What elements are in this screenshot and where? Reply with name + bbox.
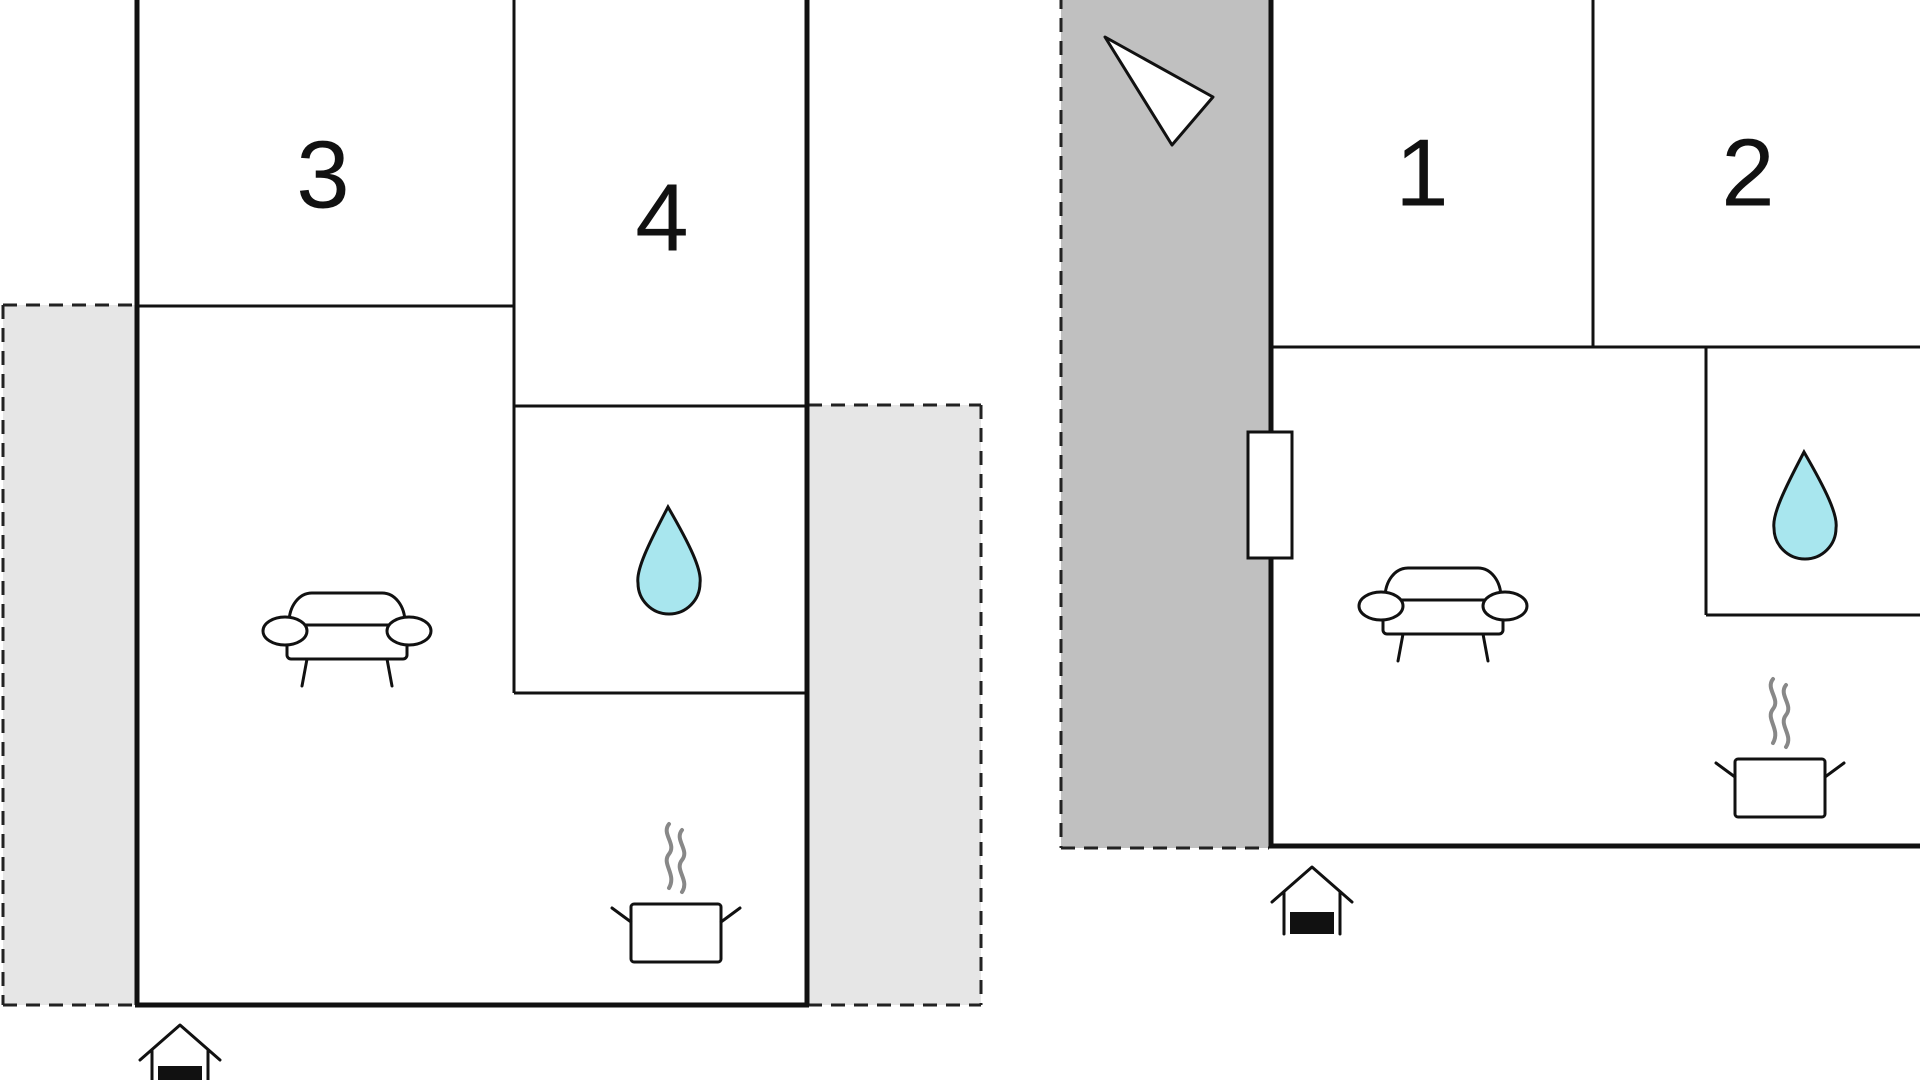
room-label-1: 1 <box>1395 120 1448 227</box>
door-icon <box>1246 430 1294 560</box>
water-drop-icon <box>636 503 702 616</box>
left-unit-walls <box>134 0 810 1008</box>
room-label-2: 2 <box>1721 120 1774 227</box>
left-terrace-west <box>1 303 136 1007</box>
entrance-icon <box>1270 865 1354 936</box>
right-terrace <box>1059 0 1269 850</box>
right-unit: 1 2 <box>1059 0 1920 936</box>
left-unit: 3 4 <box>1 0 983 1080</box>
right-unit-walls <box>1268 0 1920 849</box>
entrance-icon <box>138 1023 222 1080</box>
room-label-3: 3 <box>296 122 349 229</box>
sun-triangle-icon <box>1103 35 1215 147</box>
sofa-icon <box>261 591 433 688</box>
cooking-pot-icon <box>610 822 742 964</box>
left-terrace-east <box>808 403 983 1007</box>
cooking-pot-icon <box>1714 677 1846 819</box>
water-drop-icon <box>1772 448 1838 561</box>
room-label-4: 4 <box>635 165 688 272</box>
sofa-icon <box>1357 566 1529 663</box>
